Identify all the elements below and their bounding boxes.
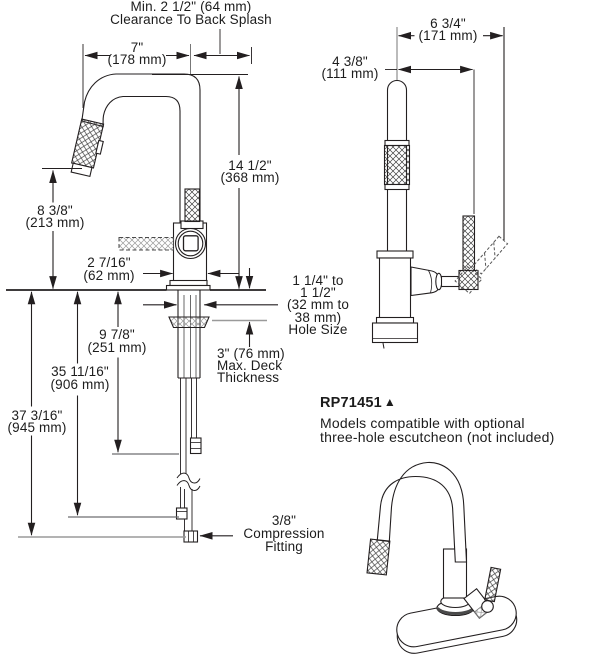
side-body (378, 257, 412, 321)
note-line-1: Models compatible with optional (320, 415, 525, 431)
wand-collar (180, 220, 204, 230)
quick-connect-fitting (189, 437, 202, 455)
label-outlet-height: 8 3/8"(213 mm) (23, 202, 87, 231)
label-supply-length: 35 11/16"(906 mm) (48, 364, 112, 392)
side-base (371, 322, 419, 344)
handle-lever (462, 215, 476, 272)
side-view-drawing (371, 27, 509, 349)
spray-button (95, 139, 104, 155)
iso-gooseneck (376, 461, 468, 563)
note-line-2: three-hole escutcheon (not included) (320, 429, 555, 445)
side-body-collar (376, 250, 414, 259)
label-side-depth: 6 3/4"(171 mm) (418, 15, 478, 44)
handle-hub (410, 266, 440, 297)
part-number: RP71451 (320, 395, 382, 411)
wand-knurl (184, 188, 201, 223)
iso-spray-head (366, 538, 391, 576)
handle-ghost-side (454, 235, 509, 295)
supply-line-end (175, 507, 188, 520)
below-deck-plumbing (168, 290, 210, 543)
front-view-dimensions (18, 29, 278, 540)
label-clearance: Min. 2 1/2" (64 mm)Clearance To Back Spl… (110, 0, 272, 27)
part-number-note: RP71451▲ (320, 394, 396, 412)
iso-handle-knob (481, 600, 494, 613)
label-compression-fitting: 3/8"Compression Fitting (243, 512, 325, 554)
side-wand-knurl (383, 144, 411, 186)
mounting-nut (168, 316, 210, 329)
label-spout-reach: 7"(178 mm) (107, 39, 167, 68)
label-hose-length: 9 7/8"(251 mm) (85, 327, 149, 355)
base-flange (169, 279, 208, 287)
iso-handle-lever (484, 566, 502, 603)
compression-fitting (183, 530, 199, 543)
front-view-drawing (6, 29, 278, 543)
label-side-handle-offset: 4 3/8"(111 mm) (321, 53, 379, 82)
label-total-length: 37 3/16"(945 mm) (5, 407, 69, 436)
spray-head (70, 118, 105, 178)
label-deck-thickness: 3" (76 mm)Max. Deck Thickness (217, 345, 285, 386)
handle-ghost-front (118, 237, 174, 251)
label-body-width: 2 7/16"(62 mm) (83, 255, 135, 283)
spray-tip (70, 162, 93, 178)
warning-triangle-icon: ▲ (383, 395, 396, 409)
valve-square (182, 235, 199, 252)
label-spout-height: 14 1/2"(368 mm) (218, 157, 282, 186)
escutcheon-drawing (366, 461, 518, 654)
